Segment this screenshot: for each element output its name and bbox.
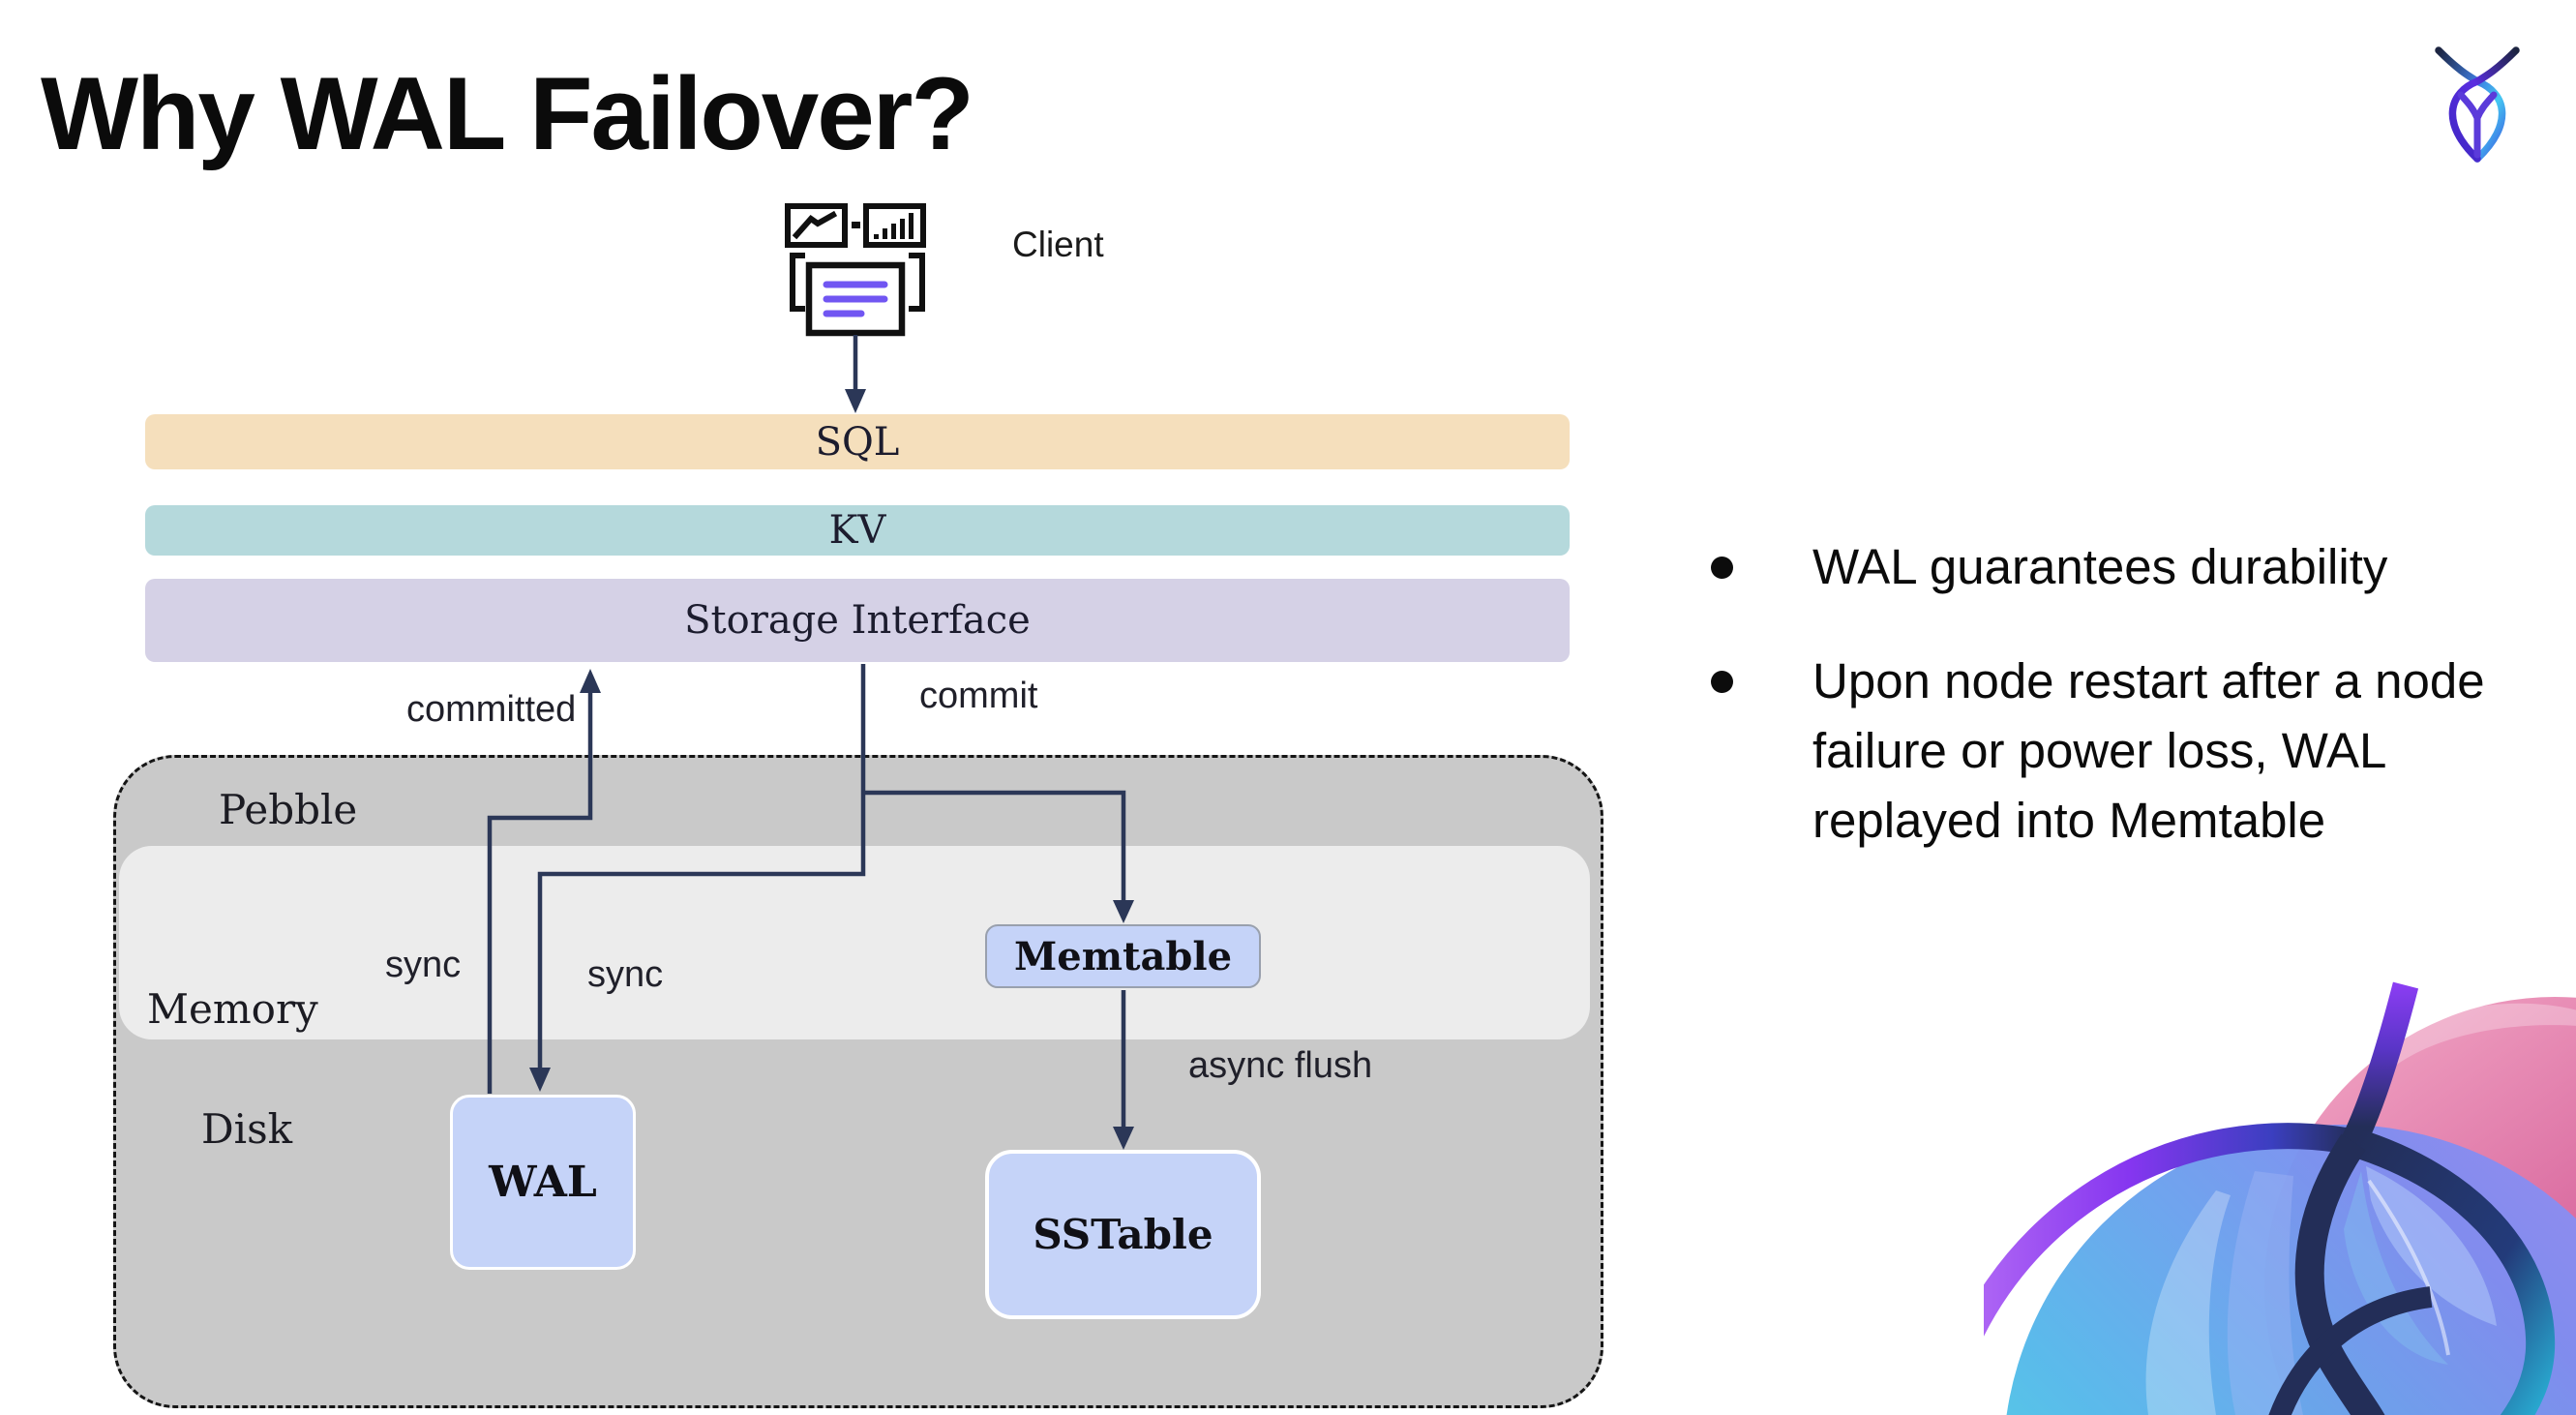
- layer-label-sql: SQL: [815, 419, 900, 465]
- bullet-item: WAL guarantees durability: [1711, 532, 2513, 602]
- layer-label-kv: KV: [828, 508, 886, 553]
- sstable-node-label: SSTable: [1033, 1211, 1213, 1258]
- arrowhead-client-to-sql: [845, 389, 866, 413]
- cockroachdb-logo-icon: [2435, 46, 2520, 163]
- page-title: Why WAL Failover?: [41, 55, 974, 171]
- wal-node: WAL: [450, 1095, 636, 1270]
- layer-bar-kv: KV: [145, 505, 1570, 556]
- bullet-item: Upon node restart after a node failure o…: [1711, 647, 2513, 856]
- edge-label-sync-left: sync: [385, 945, 462, 985]
- layer-bar-sql: SQL: [145, 414, 1570, 469]
- edge-label-sync-right: sync: [587, 954, 664, 995]
- bar-chart-monitor-icon: [863, 203, 926, 248]
- layer-label-storage-interface: Storage Interface: [684, 598, 1031, 643]
- bullet-list: WAL guarantees durability Upon node rest…: [1711, 532, 2513, 900]
- pebble-label: Pebble: [219, 786, 358, 833]
- bullet-text: Upon node restart after a node failure o…: [1812, 653, 2485, 848]
- layer-bar-storage-interface: Storage Interface: [145, 579, 1570, 662]
- client-icon-group: [785, 203, 926, 337]
- client-label: Client: [1012, 225, 1104, 264]
- line-chart-monitor-icon: [785, 203, 848, 248]
- memory-band: [119, 846, 1590, 1039]
- edge-label-async-flush: async flush: [1188, 1045, 1373, 1086]
- wal-node-label: WAL: [489, 1158, 597, 1207]
- bullet-dot: [1711, 671, 1733, 693]
- document-icon: [790, 253, 925, 337]
- memtable-node: Memtable: [985, 924, 1261, 988]
- bullet-dot: [1711, 557, 1733, 579]
- sstable-node: SSTable: [985, 1150, 1261, 1319]
- disk-label: Disk: [201, 1105, 293, 1153]
- bullet-text: WAL guarantees durability: [1812, 539, 2388, 594]
- memory-label: Memory: [147, 985, 318, 1033]
- edge-label-committed: committed: [406, 689, 577, 730]
- dash-connector: [852, 222, 860, 228]
- edge-label-commit: commit: [919, 676, 1038, 716]
- cockroachdb-brand-art: [1984, 981, 2576, 1415]
- arrowhead-committed: [580, 669, 601, 693]
- memtable-node-label: Memtable: [1013, 933, 1233, 979]
